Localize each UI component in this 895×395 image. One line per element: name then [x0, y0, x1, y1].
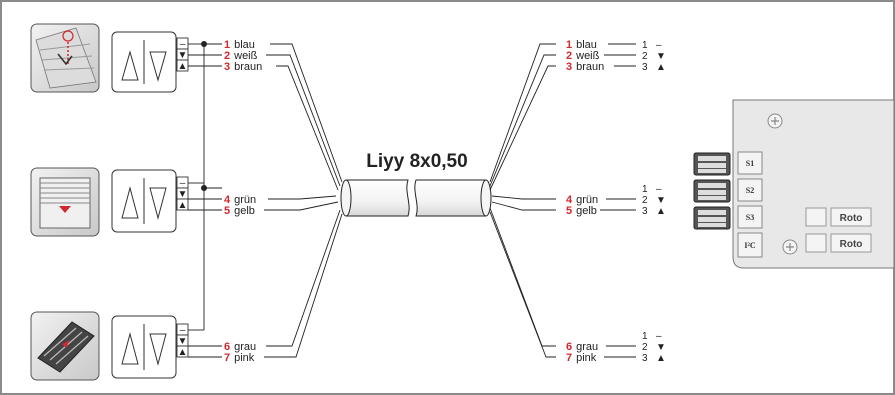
terminal-number: 2: [642, 342, 648, 353]
roof-window-icon: [30, 23, 100, 93]
roto-label-1: Roto: [840, 213, 863, 224]
switch-2: [111, 169, 177, 233]
control-unit: S1 S2 S3 I²C Roto Roto: [693, 99, 895, 269]
terminal-number: 2: [642, 195, 648, 206]
terminal-symbol: –: [656, 184, 662, 195]
slot-i2c-label: I²C: [744, 241, 756, 250]
right-wire-runs: [600, 43, 636, 358]
terminal-number: 1: [642, 40, 648, 51]
terminal-symbol: ▲: [656, 62, 666, 73]
roto-label-2: Roto: [840, 239, 863, 250]
terminal-down-label: ▼: [178, 50, 188, 61]
terminal-number: 1: [642, 331, 648, 342]
slot-s1-label: S1: [746, 159, 754, 168]
connector-plugs: [693, 152, 731, 230]
terminal-symbol: ▲: [656, 206, 666, 217]
cable: [340, 179, 492, 217]
terminal-symbol: ▼: [656, 195, 666, 206]
screw-icon: [782, 239, 798, 255]
terminal-number: 3: [642, 206, 648, 217]
terminal-symbol: –: [656, 40, 662, 51]
common-bus: [188, 41, 222, 331]
terminal-number: 1: [642, 184, 648, 195]
terminal-up-label: ▲: [178, 61, 188, 72]
terminal-symbol: –: [656, 331, 662, 342]
terminal-off-label: –: [180, 39, 186, 50]
terminal-number: 3: [642, 62, 648, 73]
terminal-down-label: ▼: [178, 336, 188, 347]
left-wire-runs: [188, 54, 222, 358]
switch-terminals: – ▼ ▲ – ▼ ▲ – ▼ ▲: [176, 37, 189, 358]
terminal-off-label: –: [180, 325, 186, 336]
terminal-symbol: ▲: [656, 353, 666, 364]
slot-s3-label: S3: [746, 213, 754, 222]
terminal-up-label: ▲: [178, 347, 188, 358]
roller-shutter-icon: [30, 167, 100, 237]
cable-label: Liyy 8x0,50: [366, 151, 467, 172]
terminal-off-label: –: [180, 178, 186, 189]
terminal-up-label: ▲: [178, 200, 188, 211]
terminal-down-label: ▼: [178, 189, 188, 200]
terminal-number: 2: [642, 51, 648, 62]
terminal-symbol: ▼: [656, 342, 666, 353]
terminal-number: 3: [642, 353, 648, 364]
terminal-symbol: ▼: [656, 51, 666, 62]
screw-icon: [767, 113, 783, 129]
motor-terminals: 1 – 2 ▼ 3 ▲ 1 – 2 ▼ 3 ▲ 1 – 2 ▼ 3 ▲: [642, 40, 666, 364]
awning-blind-icon: [30, 311, 100, 381]
slot-s2-label: S2: [746, 186, 754, 195]
switch-3: [111, 315, 177, 379]
switch-1: [111, 31, 177, 93]
right-leader-lines: [489, 43, 556, 358]
left-leader-lines: [264, 43, 343, 358]
